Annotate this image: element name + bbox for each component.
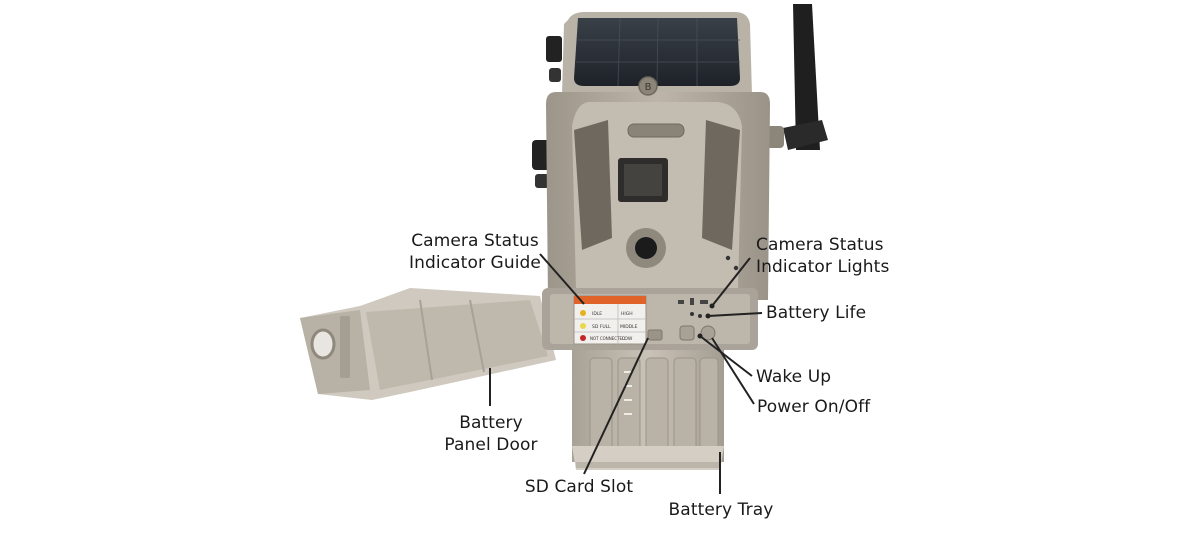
level-middle: MIDDLE: [620, 324, 638, 330]
label-battery-panel-door: Battery Panel Door: [430, 412, 552, 456]
label-line: Camera Status: [756, 235, 884, 255]
leader-sd-card: [583, 337, 649, 475]
label-line: Indicator Guide: [409, 253, 541, 273]
light-sensor-icon: [627, 123, 685, 138]
label-line: Battery Life: [766, 303, 867, 323]
label-battery-tray: Battery Tray: [654, 499, 788, 521]
top-housing: [562, 12, 752, 95]
leader-battery-life: [707, 312, 763, 317]
label-line: Battery: [459, 413, 523, 433]
battery-panel-door: [300, 288, 556, 400]
status-row-not-connected: NOT CONNECTED: [590, 336, 625, 341]
label-line: Panel Door: [444, 435, 538, 455]
label-sd-card-slot: SD Card Slot: [512, 476, 646, 498]
label-line: Power On/Off: [757, 397, 871, 417]
controls-area: [647, 298, 716, 341]
leader-power: [711, 337, 755, 405]
level-low: LOW: [622, 336, 633, 342]
label-camera-status-indicator-lights: Camera Status Indicator Lights: [756, 234, 889, 278]
battery-tray: [572, 350, 724, 470]
wake-up-button-icon: [679, 325, 695, 341]
status-row-idle: IDLE: [592, 311, 602, 317]
leader-indicator-guide: [539, 253, 585, 305]
label-wake-up: Wake Up: [756, 366, 831, 388]
label-line: Camera Status: [411, 231, 539, 251]
label-line: Battery Tray: [668, 500, 774, 520]
label-power-on-off: Power On/Off: [757, 396, 870, 418]
brand-logo-icon: [638, 76, 658, 96]
power-button-icon: [700, 325, 716, 341]
leader-lines: [489, 253, 763, 494]
label-battery-life: Battery Life: [766, 302, 866, 324]
sd-card-slot-icon: [647, 329, 663, 341]
label-camera-status-indicator-guide: Camera Status Indicator Guide: [404, 230, 546, 274]
svg-text:B: B: [645, 82, 652, 93]
label-line: Indicator Lights: [756, 257, 890, 277]
level-high: HIGH: [621, 311, 633, 317]
status-row-sd-full: SD FULL: [592, 324, 611, 330]
label-line: Wake Up: [756, 367, 832, 387]
leader-wake-up: [699, 335, 753, 377]
status-indicator-guide-panel: IDLE SD FULL NOT CONNECTED HIGH MIDDLE L…: [573, 295, 647, 345]
label-line: SD Card Slot: [524, 477, 634, 497]
lock-hole-icon: [310, 328, 336, 360]
camera-body: B: [546, 76, 770, 300]
leader-indicator-lights: [711, 257, 751, 307]
